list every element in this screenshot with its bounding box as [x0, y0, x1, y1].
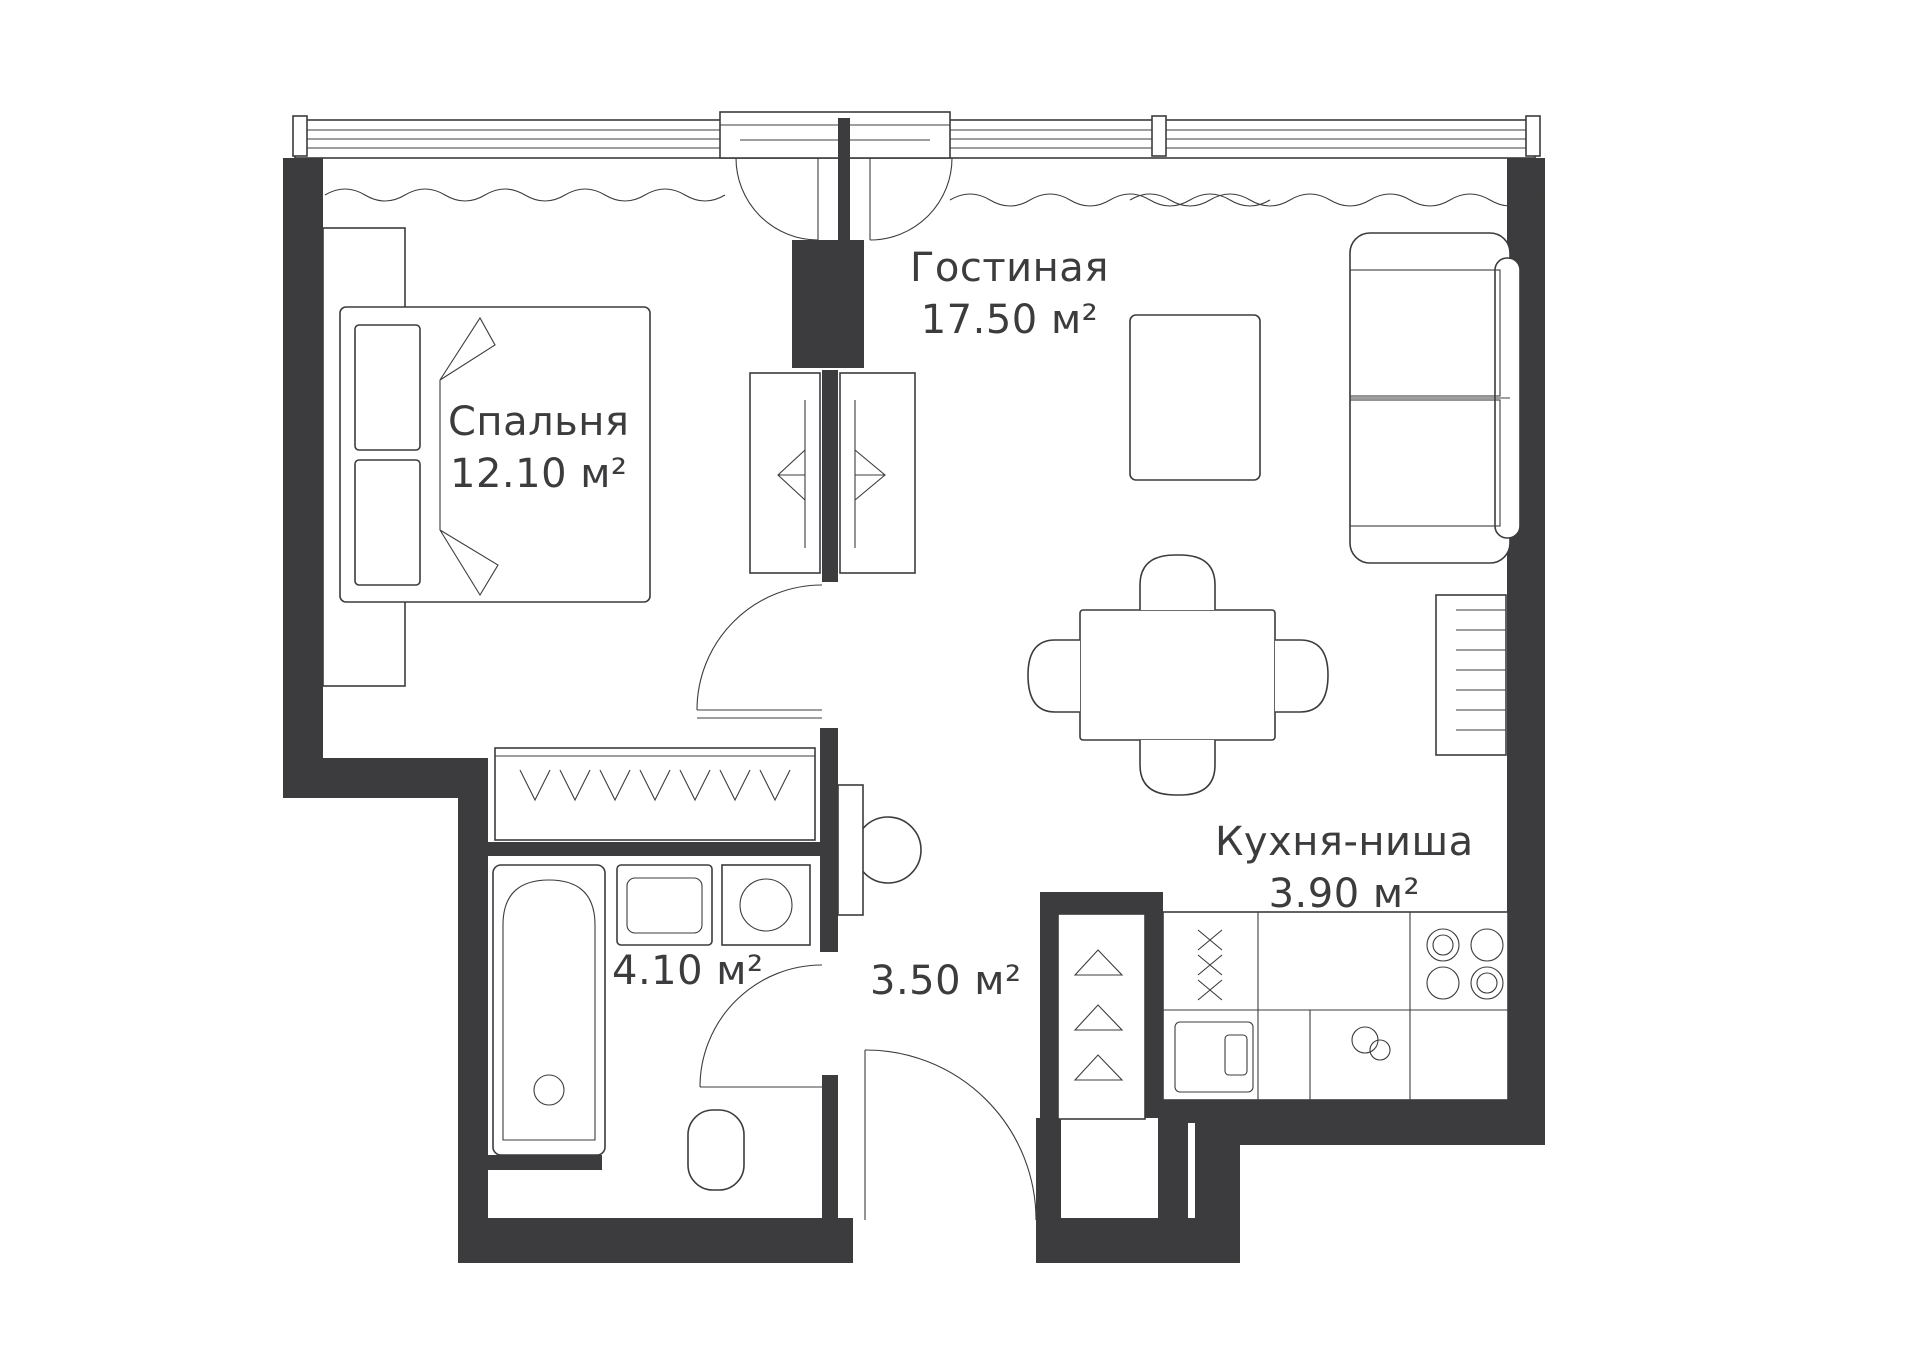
- washing-machine: [721, 864, 811, 946]
- room-label-living: Гостиная 17.50 м²: [910, 242, 1109, 346]
- room-area: 12.10 м²: [450, 451, 628, 497]
- wall-bedroom-bottom: [283, 758, 488, 798]
- pillow: [354, 324, 421, 451]
- wall-bath-left: [458, 758, 488, 1263]
- stool: [854, 816, 922, 884]
- hallway-furniture: [494, 747, 1146, 1221]
- coffee-table: [1129, 314, 1261, 481]
- room-label-kitchen: Кухня-ниша 3.90 м²: [1215, 816, 1474, 920]
- wall-bottom-left: [458, 1218, 853, 1263]
- wall-closet-left: [1040, 892, 1058, 1142]
- room-label-bedroom: Спальня 12.10 м²: [448, 396, 629, 500]
- wardrobe-right: [839, 372, 916, 574]
- room-label-bathroom: 4.10 м²: [612, 945, 764, 997]
- shoe-rack: [837, 784, 864, 916]
- toilet: [687, 1109, 745, 1191]
- wall-kitchen-bottom: [1195, 1100, 1545, 1145]
- balcony-doors: [735, 157, 953, 241]
- wall-bath-ledge: [482, 1155, 602, 1170]
- kitchen-furniture: [1162, 911, 1509, 1101]
- wall-bath-top: [488, 842, 823, 856]
- bathtub: [492, 864, 606, 1156]
- wardrobe-left: [749, 372, 821, 574]
- rail-post: [1525, 115, 1541, 157]
- room-area: 17.50 м²: [920, 297, 1099, 343]
- wall-storage-mid: [1158, 1118, 1188, 1263]
- wall-partition-top: [792, 240, 864, 368]
- room-label-hallway: 3.50 м²: [870, 955, 1022, 1007]
- wall-hall-partition: [820, 728, 838, 952]
- wall-closet-top: [1040, 892, 1160, 914]
- radiator: [1435, 594, 1507, 756]
- rail-post: [292, 115, 308, 157]
- dining-table: [1079, 609, 1276, 741]
- chair: [1027, 639, 1080, 713]
- chair: [1275, 639, 1329, 713]
- room-name: Спальня: [448, 399, 630, 445]
- kitchen-counter: [1162, 911, 1509, 1101]
- wall-hall-lower: [822, 1075, 838, 1263]
- balcony-rail: [292, 111, 1541, 159]
- room-area: 3.50 м²: [870, 958, 1022, 1004]
- room-name: Кухня-ниша: [1215, 819, 1474, 865]
- bathroom-furniture: [492, 864, 811, 1191]
- closet: [1057, 913, 1146, 1120]
- bedroom-furniture: [322, 227, 651, 687]
- partition-wardrobes: [749, 372, 916, 574]
- wall-partition-mid: [822, 370, 838, 582]
- wall-partition-pillar: [838, 158, 850, 240]
- room-area: 4.10 м²: [612, 948, 764, 994]
- pillow: [354, 459, 421, 586]
- rail-post: [1151, 115, 1167, 157]
- chair: [1139, 554, 1216, 610]
- room-name: Гостиная: [910, 245, 1109, 291]
- window-frame: [719, 111, 951, 159]
- bedroom-door: [696, 584, 823, 719]
- wall-closet-right: [1145, 892, 1163, 1118]
- living-furniture: [1027, 232, 1521, 796]
- wall-storage-left: [1036, 1118, 1061, 1263]
- chair: [1139, 740, 1216, 796]
- wall-bedroom-left: [283, 158, 323, 798]
- washbasin: [616, 864, 713, 946]
- hall-wardrobe: [494, 747, 816, 841]
- room-area: 3.90 м²: [1268, 871, 1421, 917]
- curtains: [324, 188, 1544, 207]
